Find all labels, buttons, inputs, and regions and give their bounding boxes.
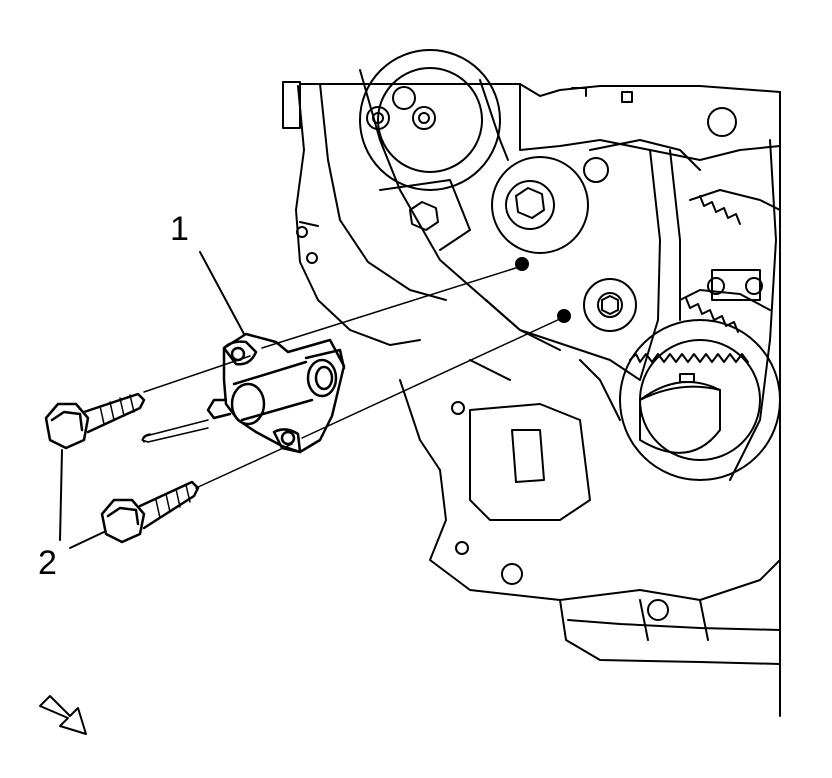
gear-bolt [745,277,763,295]
tensioner-upper-bolt-hole [230,346,246,362]
tensioner-plunger-cap [306,358,338,398]
tensioner-housing-right [304,348,346,370]
block-hole [455,541,469,555]
lower-block [429,469,781,601]
crankshaft-snout-top [639,385,721,401]
bolt-upper-flange [50,410,84,432]
oil-pan [559,599,781,665]
oil-pan-flange [567,619,781,631]
crank-sprocket-teeth [629,353,749,363]
view-direction-arrow-icon [39,695,87,735]
cam-gear [689,189,781,211]
block-detail [299,221,319,227]
bolt-upper-head [44,402,90,450]
pulley-bolt [412,106,436,130]
upper-gear [679,289,771,311]
engine-housing-top [299,83,781,97]
bolt-lower [100,480,200,544]
callout-2-leader-lower [69,531,105,549]
mount-hole-upper [515,257,529,271]
idler-pulley-lower [583,278,637,332]
gear-slot [711,269,761,301]
timing-belt [479,79,701,171]
bolt-lower-shank [138,480,200,530]
callout-1-leader [199,251,245,335]
idler-bolt-hex [515,187,545,219]
timing-belt-left [359,69,641,381]
block-detail [579,359,621,421]
engine-block [282,49,781,717]
idler-pulley-upper-hub [505,180,555,230]
callout-label-tensioner: 1 [170,210,189,248]
pin-ring [142,433,151,443]
alignment-line-upper [261,265,523,349]
block-hole [306,252,318,264]
bolt-upper-threads [99,394,135,425]
block-hole [296,226,308,238]
cam-hole [707,107,737,137]
upper-pulley [359,49,501,191]
bolt-upper [44,392,146,450]
block-detail [469,359,511,381]
bolt-lower-head [100,498,146,544]
engine-housing-left-edge [295,85,421,346]
crankshaft-snout [639,381,721,454]
bolt-lower-flange [106,506,140,526]
pin-shaft [141,419,209,443]
tensioner-barrel [232,360,314,422]
housing-boss [379,179,471,251]
engine-housing-inner-edge [319,83,447,301]
belt-far-right [729,139,777,481]
crank-key [679,373,695,383]
idler-bolt-small [583,157,609,183]
timing-belt-tensioner [206,332,346,454]
idler-pulley-upper [491,156,589,254]
alignment-line-upper-bolt [143,355,251,393]
block-hole [647,599,669,621]
gear-bolt [707,277,725,295]
bolt-upper-shank [82,392,146,434]
oil-pan-rib [639,599,649,641]
tensioner-nozzle [206,398,232,420]
block-hole [501,563,523,585]
tensioner-lower-bolt-hole [280,430,296,446]
tensioner-lower-ear [272,428,302,454]
tensioner-body-outline [222,332,346,454]
alignment-lines [143,265,563,489]
alignment-line-lower-bolt [195,443,293,489]
upper-gear-teeth [685,297,739,333]
oil-pan-rib [699,599,709,641]
alignment-line-lower [301,317,563,439]
crank-sprocket-inner [639,339,761,461]
engine-housing-outline [282,81,301,129]
callout-label-bolts: 2 [38,544,57,582]
block-hole [451,401,465,415]
cam-gear-teeth [699,195,741,225]
pulley-bolt [392,86,416,110]
oil-pump-housing [469,403,591,521]
tensioner-retaining-pin [141,419,209,443]
idler-pulley-lower-hub [597,292,623,318]
idler-lower-bolt [601,295,619,315]
pulley-bolt [366,106,390,130]
tensioner-plunger-end [230,382,266,426]
callout-2-leader-upper [59,449,63,541]
belt-right-run-2 [669,149,681,321]
mount-hole-lower [557,309,571,323]
tensioner-upper-ear [222,340,258,366]
belt-right-run [639,149,661,381]
cam-slot [571,87,587,97]
block-detail [485,299,561,351]
tensioner-plunger-cap-inner [314,365,334,391]
bolt-lower-threads [155,484,191,519]
oil-pump-port [511,429,545,483]
pulley-bolt [418,112,430,124]
crank-sprocket [619,319,781,481]
cam-housing [519,83,781,161]
housing-bolt [409,201,439,231]
cam-slot [621,91,633,103]
block-detail [399,379,441,471]
upper-pulley-inner [377,67,483,173]
